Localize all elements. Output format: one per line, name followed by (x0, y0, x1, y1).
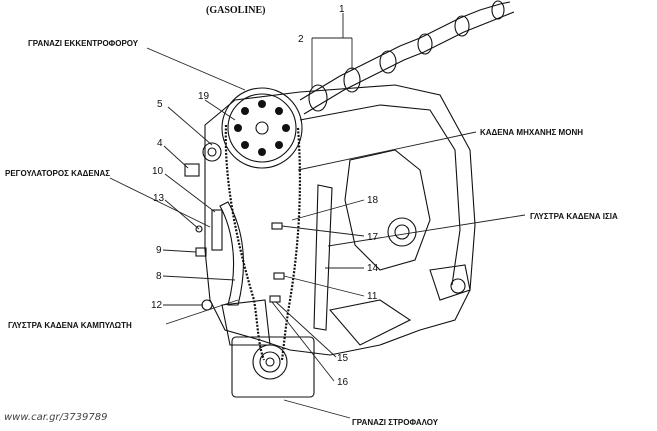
part-number-9: 9 (156, 245, 162, 256)
label-chain-tensioner: ΡΕΓΟΥΛΑΤΟΡΟΣ ΚΑΔΕΝΑΣ (5, 169, 110, 178)
timing-chain (224, 124, 302, 361)
part-number-12: 12 (151, 300, 163, 311)
label-crankshaft-gear: ΓΡΑΝΑΖΙ ΣΤΡΟΦΑΛΟΥ (352, 418, 439, 427)
leader-lines (109, 13, 526, 419)
label-straight-guide: ΓΛΥΣΤΡΑ ΚΑΔΕΝΑ ΙΣΙΑ (530, 212, 618, 221)
label-camshaft-gear: ΓΡΑΝΑΖΙ ΕΚΚΕΝΤΡΟΦΟΡΟΥ (28, 39, 139, 48)
part-number-13: 13 (153, 193, 165, 204)
engine-type-header: (GASOLINE) (206, 5, 265, 16)
label-engine-chain: ΚΑΔΕΝΑ ΜΗΧΑΝΗΣ ΜΟΝΗ (480, 128, 583, 137)
part-number-1: 1 (339, 4, 345, 15)
bolts (269, 222, 285, 303)
part-number-4: 4 (157, 138, 163, 149)
straight-chain-guide (313, 184, 333, 331)
part-number-8: 8 (156, 271, 162, 282)
part-number-16: 16 (337, 377, 349, 388)
part-number-18: 18 (367, 195, 379, 206)
part-number-11: 11 (367, 291, 378, 302)
chain-tensioner (184, 142, 223, 311)
part-number-15: 15 (337, 353, 349, 364)
crankshaft-gear (231, 336, 315, 398)
part-number-5: 5 (157, 99, 163, 110)
curved-chain-guide (219, 201, 245, 306)
part-number-2: 2 (298, 34, 304, 45)
part-number-14: 14 (367, 263, 379, 274)
watermark: www.car.gr/3739789 (4, 412, 107, 423)
part-number-17: 17 (367, 232, 379, 243)
camshaft-gear (221, 87, 303, 169)
label-curved-guide: ΓΛΥΣΤΡΑ ΚΑΔΕΝΑ ΚΑΜΠΥΛΩΤΗ (8, 321, 132, 330)
engine-block (204, 84, 476, 356)
part-number-19: 19 (198, 91, 210, 102)
camshaft (299, 0, 515, 115)
part-number-10: 10 (152, 166, 164, 177)
